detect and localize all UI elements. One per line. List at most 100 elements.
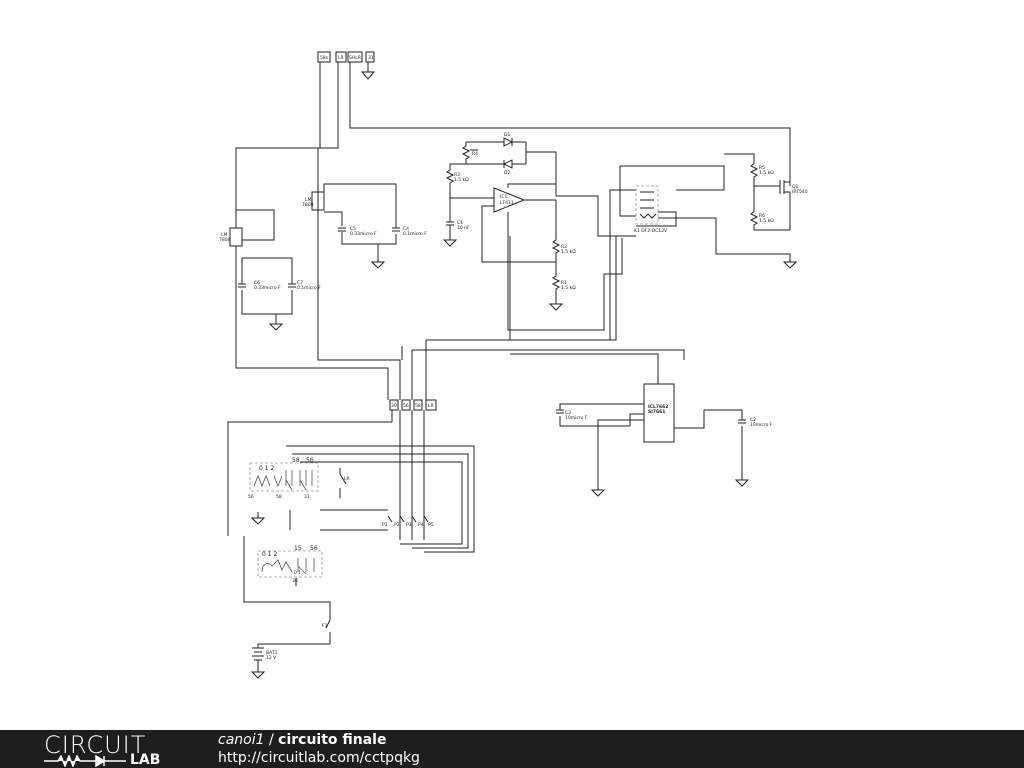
- svg-text:D1: D1: [504, 132, 510, 138]
- ground-symbol: [250, 671, 266, 679]
- logo-wordmark: CIRCUIT: [44, 731, 147, 759]
- resistor-r1[interactable]: R1 1.5 kΩ: [551, 262, 576, 304]
- diode-d1[interactable]: D1: [466, 132, 526, 147]
- svg-text:10micro F: 10micro F: [565, 415, 588, 421]
- svg-text:1.5 kΩ: 1.5 kΩ: [759, 170, 774, 176]
- battery-bat1[interactable]: BAT1 12 V: [252, 647, 278, 661]
- svg-text:P3: P3: [406, 522, 412, 528]
- capacitor-c3[interactable]: C3 10micro F: [556, 409, 588, 421]
- capacitor-c6[interactable]: C6 0.33micro F: [238, 280, 281, 291]
- ground-symbol: [360, 62, 376, 80]
- ground-symbol: [250, 517, 266, 525]
- converter-icl7662[interactable]: ICL7662 SI7661: [643, 383, 675, 443]
- capacitor-c4[interactable]: C4 0.1micro F: [392, 226, 427, 237]
- connector-label: 31: [368, 55, 374, 61]
- svg-text:7808: 7808: [302, 202, 314, 208]
- svg-text:C1: C1: [457, 220, 463, 226]
- ground-symbol: [370, 261, 386, 269]
- svg-text:C4: C4: [403, 226, 409, 232]
- switch-ignition[interactable]: 0 1 2 15 56 0 1 30: [257, 545, 323, 584]
- svg-text:0.1micro F: 0.1micro F: [403, 231, 427, 237]
- svg-text:C5: C5: [350, 226, 356, 232]
- svg-text:10 nF: 10 nF: [457, 225, 470, 231]
- connector-bottom-58[interactable]: 58: [413, 399, 423, 411]
- terminal-label: 56: [248, 494, 254, 500]
- circuitlab-logo[interactable]: CIRCUIT LAB: [44, 731, 176, 768]
- svg-text:0.33micro F: 0.33micro F: [350, 231, 377, 237]
- project-name[interactable]: circuito finale: [278, 732, 387, 748]
- svg-text:LR: LR: [344, 476, 350, 482]
- svg-text:F1: F1: [322, 623, 328, 629]
- logo-lab: LAB: [130, 752, 161, 768]
- mosfet-q1[interactable]: Q1 IRF540: [779, 176, 808, 230]
- relay-k1[interactable]: K1 DF2-DC12V: [634, 185, 668, 234]
- svg-text:IRF540: IRF540: [792, 189, 808, 195]
- pins-row[interactable]: P1 P2 P3 P4 P5: [382, 515, 434, 528]
- svg-text:P5: P5: [428, 522, 434, 528]
- svg-text:0 1 2: 0 1 2: [259, 465, 274, 472]
- svg-text:1.5 kΩ: 1.5 kΩ: [759, 218, 774, 224]
- svg-text:0 1 2: 0 1 2: [262, 551, 277, 558]
- circuit-meta: canoi1 / circuito finale http://circuitl…: [218, 731, 420, 767]
- resistor-r2[interactable]: R2 1.5 kΩ: [551, 200, 576, 262]
- circuit-url[interactable]: http://circuitlab.com/cctpqkg: [218, 750, 420, 766]
- logo-resistor-icon: [44, 755, 126, 767]
- svg-text:D2: D2: [504, 170, 510, 176]
- svg-text:56: 56: [310, 545, 318, 552]
- resistor-r5[interactable]: R5 1.5 kΩ: [749, 163, 774, 212]
- svg-text:LF411: LF411: [500, 200, 514, 206]
- svg-text:0.1micro F: 0.1micro F: [297, 285, 321, 291]
- svg-text:P2: P2: [394, 522, 400, 528]
- fuse-f1[interactable]: F1: [322, 614, 331, 644]
- svg-text:56: 56: [306, 457, 314, 464]
- svg-text:C3: C3: [565, 410, 571, 416]
- diode-d2[interactable]: D2: [476, 159, 526, 176]
- capacitor-c7[interactable]: C7 0.1micro F: [288, 280, 321, 291]
- connector-top-58s[interactable]: 58s: [317, 51, 331, 63]
- svg-text:SI7661: SI7661: [648, 409, 665, 415]
- connector-label: 58: [415, 403, 421, 409]
- svg-text:C2: C2: [750, 417, 756, 423]
- connector-top-shlr[interactable]: SHLR: [347, 51, 363, 63]
- opamp-ic1[interactable]: IC1 LF411: [493, 187, 526, 213]
- schematic-canvas: 58s LR SHLR 31 LM 7808 C6 0.33micro F C7…: [219, 51, 808, 679]
- regulator-lm7808-middle[interactable]: LM 7808: [302, 191, 325, 211]
- connector-label: 56: [403, 403, 409, 409]
- svg-text:7808: 7808: [219, 237, 231, 243]
- terminal-label: 58: [276, 494, 282, 500]
- circuit-title: canoi1 / circuito finale: [218, 731, 420, 749]
- svg-text:R3: R3: [454, 172, 460, 178]
- connector-label: LR: [428, 403, 434, 409]
- connector-label: LR: [338, 55, 344, 61]
- connector-bottom-56[interactable]: 56: [401, 399, 411, 411]
- connector-label: SHLR: [349, 55, 361, 61]
- connector-bottom-lr[interactable]: LR: [425, 399, 437, 411]
- resistor-r3[interactable]: R3 1.5 kΩ: [445, 169, 469, 188]
- connector-bottom-30[interactable]: 30: [389, 399, 399, 411]
- svg-text:ICL7662: ICL7662: [648, 404, 668, 410]
- switch-lights[interactable]: 0 1 2 58 56: [249, 457, 319, 492]
- svg-text:P4: P4: [418, 522, 424, 528]
- svg-text:15: 15: [294, 545, 302, 552]
- title-separator: /: [264, 732, 279, 748]
- switch-lr[interactable]: LR: [339, 473, 350, 498]
- ground-symbol: [548, 303, 564, 311]
- svg-text:1.5 kΩ: 1.5 kΩ: [454, 177, 469, 183]
- svg-text:12 V: 12 V: [266, 655, 277, 661]
- svg-text:C6: C6: [254, 280, 260, 286]
- connector-top-lr[interactable]: LR: [335, 51, 347, 63]
- resistor-r6[interactable]: R6 1.5 kΩ: [749, 211, 790, 231]
- svg-text:1.5 kΩ: 1.5 kΩ: [561, 285, 576, 291]
- svg-text:LM: LM: [221, 232, 228, 238]
- author-link[interactable]: canoi1: [218, 732, 265, 748]
- ground-symbol: [782, 261, 798, 269]
- ground-symbol: [590, 489, 606, 497]
- regulator-lm7808-left[interactable]: LM 7808: [219, 227, 243, 247]
- svg-text:R1: R1: [561, 280, 567, 286]
- capacitor-c2[interactable]: C2 10micro F: [738, 417, 773, 428]
- connector-top-31[interactable]: 31: [365, 51, 375, 63]
- svg-text:30: 30: [292, 578, 298, 584]
- potentiometer-r4[interactable]: R4: [461, 142, 478, 165]
- capacitor-c5[interactable]: C5 0.33micro F: [338, 226, 377, 237]
- svg-text:K1 DF2-DC12V: K1 DF2-DC12V: [634, 228, 668, 234]
